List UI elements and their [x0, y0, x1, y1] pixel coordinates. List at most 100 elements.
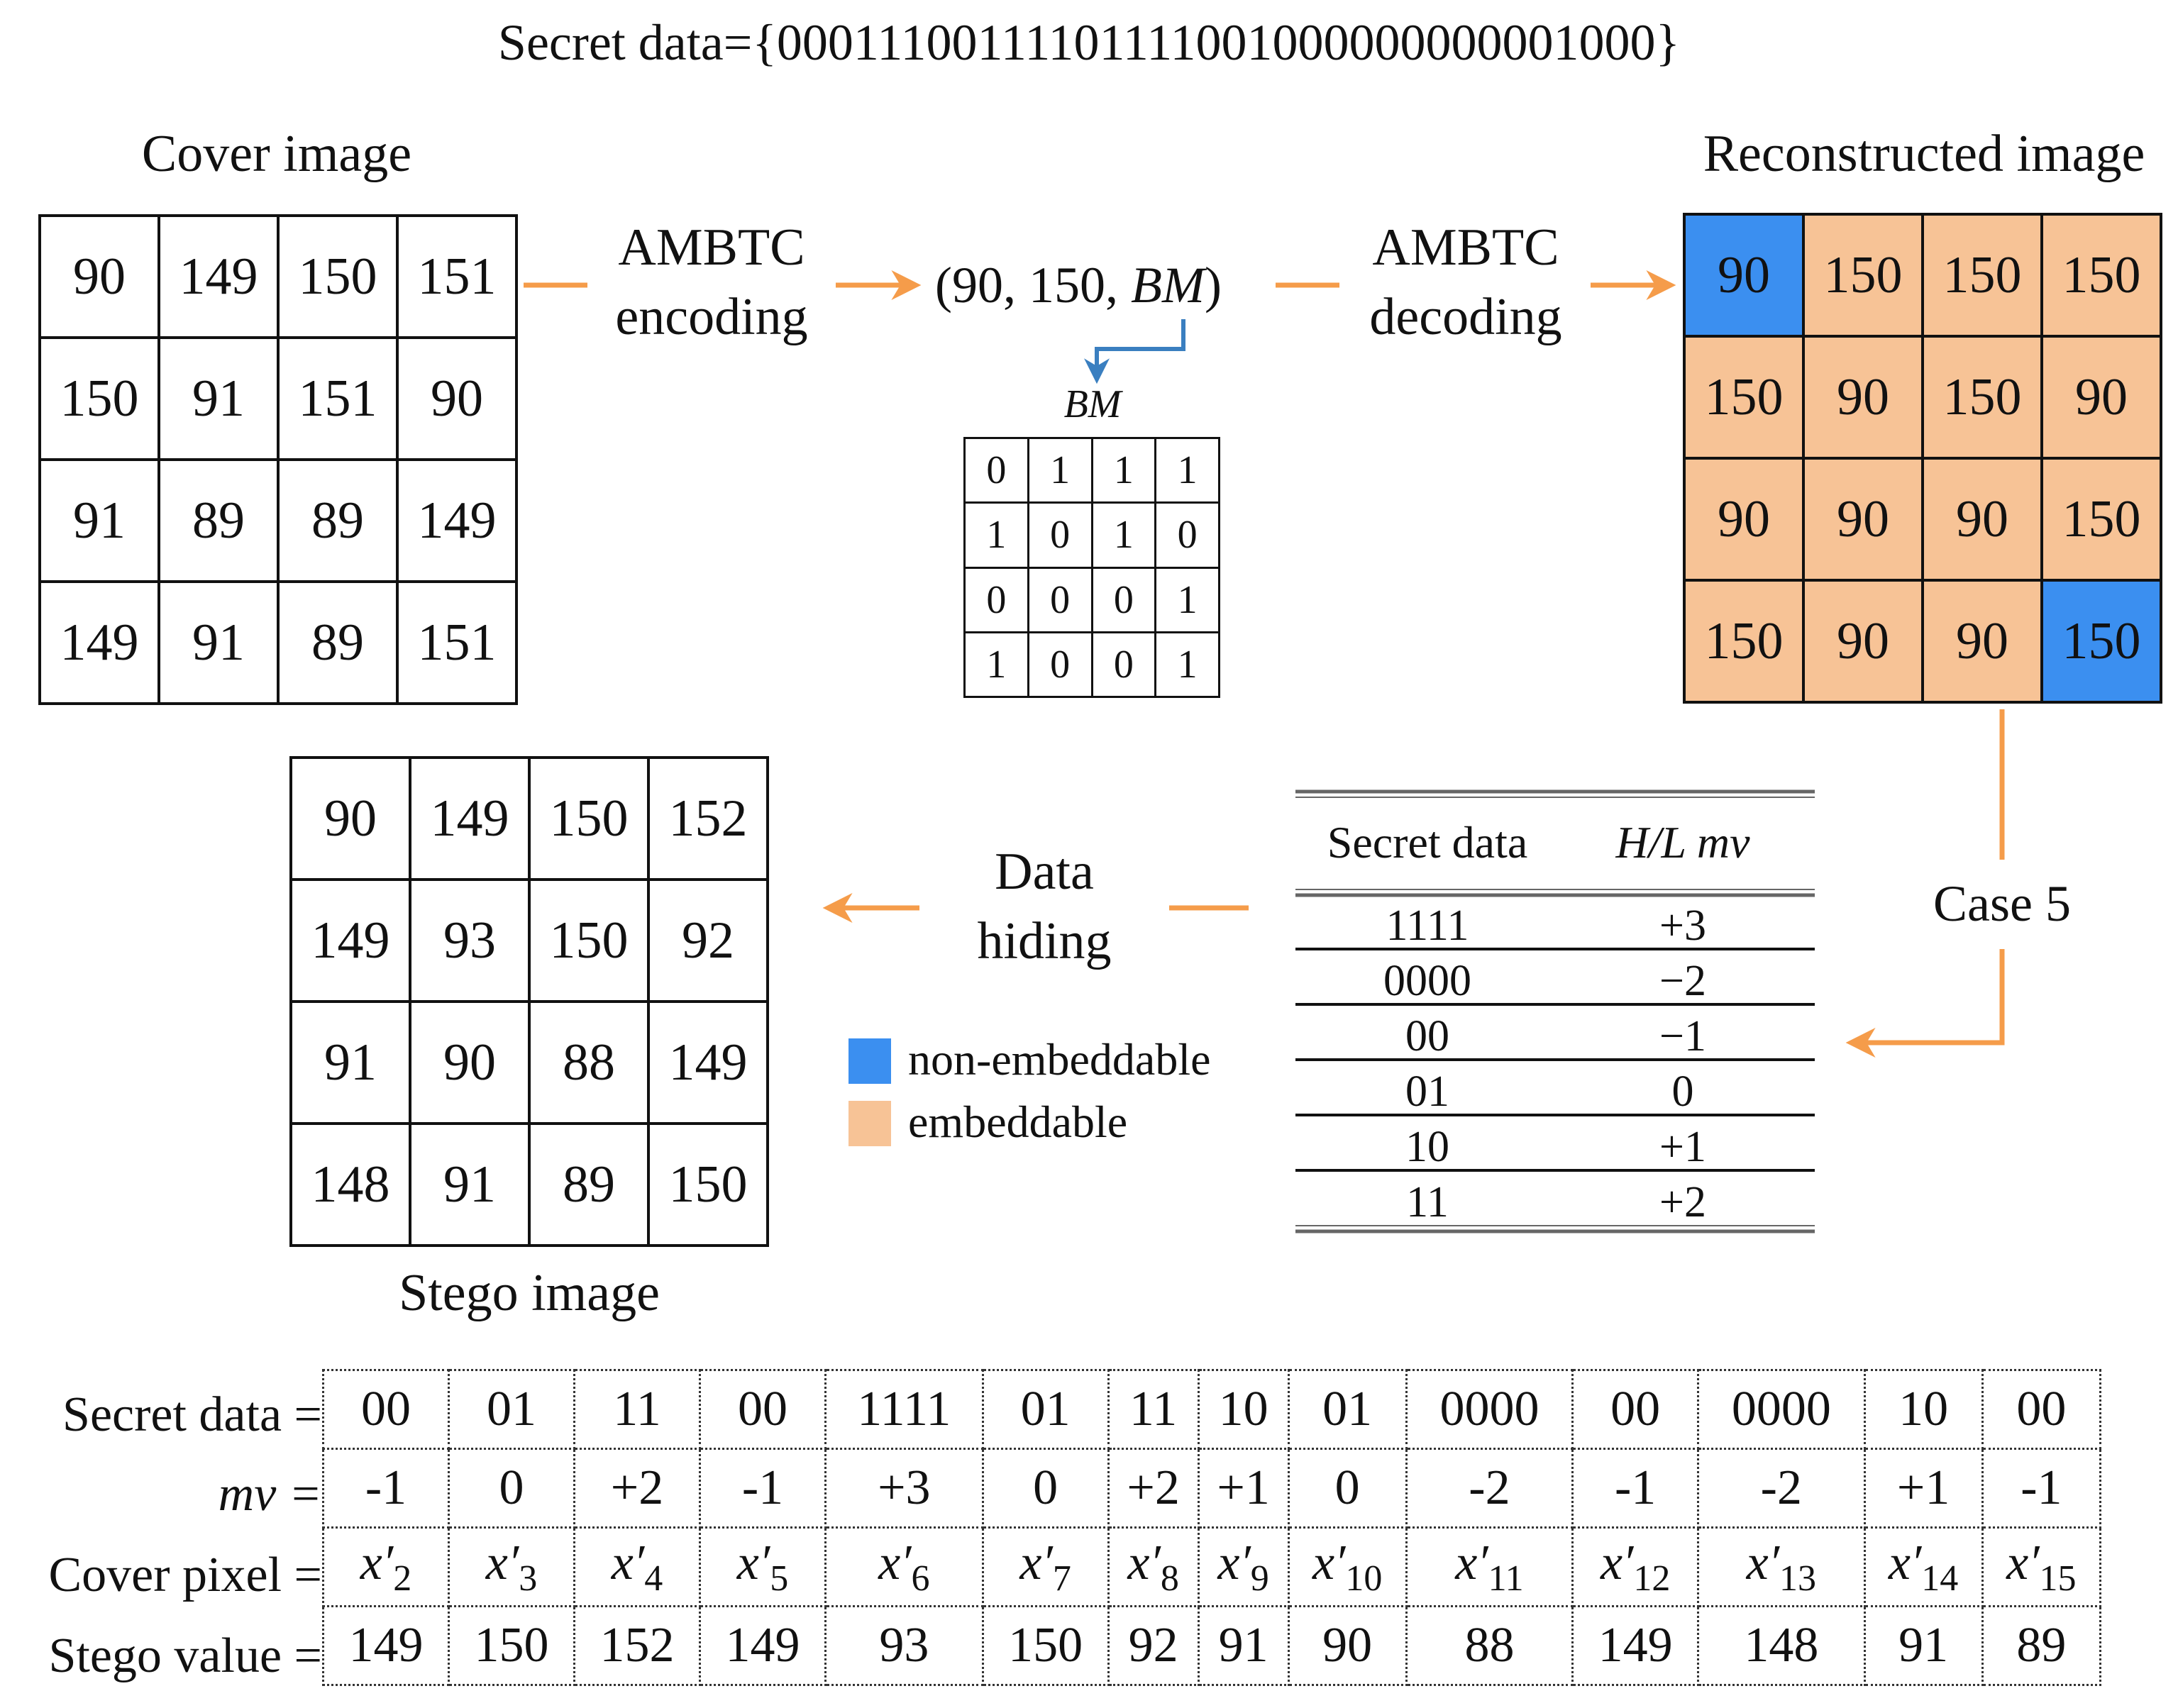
hiding-line-1: Data — [995, 843, 1094, 901]
pixel-index: 9 — [1250, 1558, 1269, 1599]
mv-table-mv-cell: +3 — [1659, 902, 1706, 950]
legend-swatch-embeddable — [848, 1101, 891, 1146]
steps-mv-row-cell: -1 — [322, 1448, 450, 1529]
pixel-index: 10 — [1345, 1558, 1383, 1599]
mv-table-header-secret: Secret data — [1327, 817, 1528, 867]
pixel-symbol: x′ — [2006, 1535, 2040, 1590]
steps-stego-row-cell: 148 — [1697, 1605, 1866, 1686]
reconstructed-cell: 90 — [1921, 457, 2040, 579]
steps-secret-row-cell: 10 — [1863, 1369, 1984, 1450]
mv-table-secret-cell: 00 — [1405, 1012, 1449, 1060]
steps-secret-row-cell: 0000 — [1697, 1369, 1866, 1450]
mv-table-secret-cell: 10 — [1405, 1123, 1449, 1171]
steps-pixel-row-cell: x′12 — [1571, 1526, 1700, 1607]
ambtc-encoding-label: AMBTC encoding — [615, 213, 807, 352]
pixel-symbol: x′ — [1019, 1535, 1053, 1590]
steps-secret-row-cell: 01 — [981, 1369, 1110, 1450]
reconstructed-image-title: Reconstructed image — [1703, 125, 2145, 183]
stego-image-title: Stego image — [399, 1264, 660, 1322]
steps-stego-row-cell: 93 — [824, 1605, 984, 1686]
stego-cell: 91 — [409, 1122, 528, 1244]
steps-stego-row-cell: 92 — [1107, 1605, 1200, 1686]
steps-mv-row-cell: 0 — [981, 1448, 1110, 1529]
cover-cell: 89 — [277, 458, 396, 580]
bitmap-cell: 1 — [963, 631, 1027, 696]
pixel-symbol: x′ — [485, 1535, 519, 1590]
steps-pixel-row-cell: x′8 — [1107, 1526, 1200, 1607]
mv-table-mv-cell: 0 — [1671, 1068, 1694, 1116]
mv-table-secret-cell: 11 — [1406, 1178, 1449, 1226]
row-label-mv-text: mv = — [218, 1467, 322, 1521]
steps-secret-row-cell: 11 — [573, 1369, 701, 1450]
stego-cell: 150 — [528, 756, 647, 878]
reconstructed-cell: 150 — [2040, 213, 2160, 335]
arrow-case-to-table — [1845, 949, 2005, 1058]
pixel-index: 14 — [1921, 1558, 1959, 1599]
legend-swatch-non-embeddable — [848, 1038, 891, 1084]
bitmap-cell: 0 — [1090, 631, 1155, 696]
steps-secret-row-cell: 11 — [1107, 1369, 1200, 1450]
steps-mv-row-cell: -1 — [1571, 1448, 1700, 1529]
pixel-index: 2 — [393, 1558, 412, 1599]
decoding-line-1: AMBTC — [1372, 218, 1559, 277]
mv-table-mv-cell: −2 — [1659, 957, 1706, 1005]
reconstructed-cell: 90 — [1802, 579, 1921, 701]
steps-stego-row-cell: 149 — [1571, 1605, 1700, 1686]
steps-secret-row-cell: 01 — [448, 1369, 575, 1450]
stego-cell: 90 — [409, 1000, 528, 1122]
reconstructed-cell: 150 — [1802, 213, 1921, 335]
mv-table-mv-cell: +1 — [1659, 1123, 1706, 1171]
mv-table-secret-cell: 1111 — [1386, 902, 1469, 950]
row-label-cover-pixel: Cover pixel = — [48, 1548, 322, 1602]
stego-cell: 149 — [647, 1000, 766, 1122]
steps-mv-row-cell: -2 — [1405, 1448, 1574, 1529]
pixel-index: 6 — [911, 1558, 930, 1599]
pixel-symbol: x′ — [1312, 1535, 1346, 1590]
steps-mv-row-cell: -1 — [1981, 1448, 2102, 1529]
steps-mv-row-cell: +1 — [1863, 1448, 1984, 1529]
steps-pixel-row-cell: x′7 — [981, 1526, 1110, 1607]
steps-pixel-row-cell: x′5 — [699, 1526, 827, 1607]
steps-mv-row-cell: +3 — [824, 1448, 984, 1529]
mv-table-header-mv: H/L mv — [1615, 817, 1750, 867]
bitmap-cell: 0 — [1090, 566, 1155, 631]
stego-cell: 150 — [528, 878, 647, 1000]
mv-table-secret-cell: 01 — [1405, 1068, 1449, 1116]
pixel-symbol: x′ — [736, 1535, 770, 1590]
steps-stego-row-cell: 149 — [322, 1605, 450, 1686]
steps-pixel-row-cell: x′13 — [1697, 1526, 1866, 1607]
bitmap-cell: 0 — [963, 566, 1027, 631]
pixel-symbol: x′ — [1600, 1535, 1634, 1590]
steps-mv-row-cell: 0 — [1287, 1448, 1408, 1529]
row-label-secret-data: Secret data = — [62, 1387, 322, 1442]
steps-secret-row-cell: 01 — [1287, 1369, 1408, 1450]
steps-pixel-row-cell: x′9 — [1197, 1526, 1290, 1607]
triple-suffix: ) — [1204, 257, 1222, 314]
cover-image-title: Cover image — [141, 125, 412, 183]
mv-table-secret-cell: 0000 — [1383, 957, 1471, 1005]
reconstructed-cell: 150 — [1683, 335, 1802, 457]
steps-stego-row-cell: 150 — [448, 1605, 575, 1686]
secret-data-bits: {00011100111101111001000000000001000} — [752, 14, 1681, 71]
reconstructed-cell: 90 — [2040, 335, 2160, 457]
cover-cell: 150 — [277, 214, 396, 336]
pixel-symbol: x′ — [1217, 1535, 1251, 1590]
reconstructed-cell: 90 — [1683, 457, 1802, 579]
cover-cell: 151 — [396, 214, 515, 336]
cover-cell: 151 — [277, 336, 396, 458]
bitmap-title: BM — [1063, 382, 1122, 426]
steps-stego-row-cell: 91 — [1863, 1605, 1984, 1686]
steps-pixel-row-cell: x′15 — [1981, 1526, 2102, 1607]
bitmap-cell: 1 — [1027, 437, 1091, 502]
cover-cell: 149 — [38, 580, 157, 702]
bitmap-cell: 0 — [1027, 501, 1091, 567]
stego-cell: 88 — [528, 1000, 647, 1122]
triple-prefix: (90, 150, — [935, 257, 1131, 314]
decoding-line-2: decoding — [1369, 288, 1562, 346]
steps-pixel-row-cell: x′10 — [1287, 1526, 1408, 1607]
